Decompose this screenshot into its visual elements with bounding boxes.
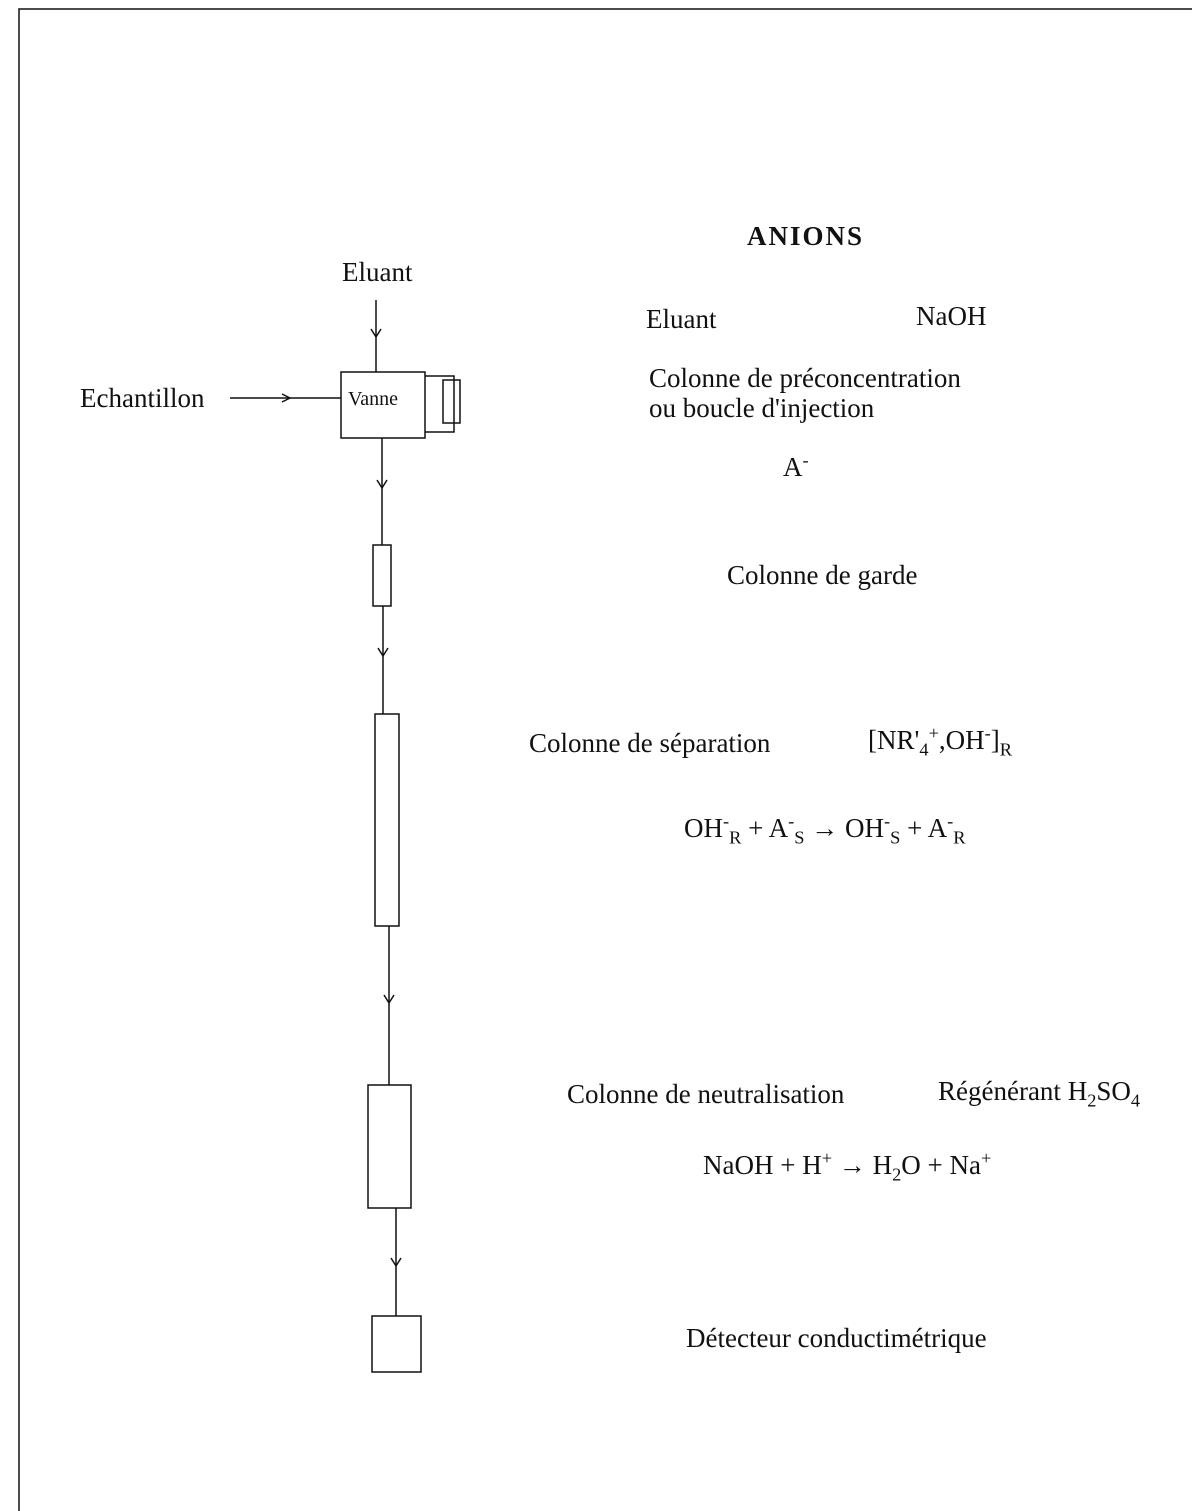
- regenerant-so: SO: [1096, 1076, 1131, 1106]
- eq-a-s-charge: -: [788, 811, 795, 831]
- resin-plus: +: [928, 723, 939, 743]
- neut-a: NaOH + H: [703, 1150, 822, 1180]
- detector-box: [371, 1315, 422, 1373]
- eq-oh-s-charge: -: [883, 811, 891, 831]
- sample-label: Echantillon: [80, 383, 205, 413]
- regenerant-sub4: 4: [1130, 1090, 1141, 1111]
- neut-arrow: →: [832, 1150, 873, 1180]
- separation-column: [374, 713, 400, 927]
- resin-sub-r: R: [999, 739, 1013, 760]
- eq-arrow: →: [804, 813, 845, 843]
- anions-title: ANIONS: [747, 221, 865, 251]
- arrow-valve-guard: [376, 479, 388, 490]
- resin-formula: [NR'4+,OH-]R: [868, 724, 1012, 759]
- injection-loop-label: ou boucle d'injection: [649, 393, 875, 423]
- neut-b-sub: 2: [892, 1164, 902, 1185]
- eluant-value: NaOH: [916, 301, 987, 331]
- eluant-label: Eluant: [646, 304, 717, 334]
- arrow-separation-neutralisation: [383, 994, 395, 1005]
- guard-column: [372, 544, 392, 607]
- regenerant-text: Régénérant: [938, 1076, 1061, 1106]
- resin-close: ]: [990, 725, 1000, 755]
- eluant-inlet-label: Eluant: [342, 257, 413, 287]
- arrow-guard-separation: [377, 647, 389, 658]
- eq-plus-1: +: [741, 813, 769, 843]
- eq-oh-r-charge: -: [723, 811, 730, 831]
- neutralisation-column: [367, 1084, 412, 1209]
- neut-a-charge: +: [821, 1148, 833, 1168]
- arrow-neutralisation-detector: [390, 1257, 402, 1268]
- guard-column-label: Colonne de garde: [727, 560, 918, 590]
- eq-oh-s: OH: [844, 813, 884, 843]
- eq-a-s: A: [768, 813, 789, 843]
- neut-b: H: [872, 1150, 893, 1180]
- sample-arrow: [281, 393, 292, 403]
- eq-plus-2: +: [900, 813, 928, 843]
- regenerant-sub2: 2: [1087, 1090, 1097, 1111]
- eq-a-s-sub: S: [794, 827, 805, 848]
- eq-oh-r: OH: [684, 813, 723, 843]
- exchange-equation: OH-R + A-S → OH-S + A-R: [684, 812, 965, 847]
- neutralisation-column-label: Colonne de neutralisation: [567, 1079, 845, 1109]
- separation-column-label: Colonne de séparation: [529, 728, 771, 758]
- preconcentration-column: [442, 379, 461, 424]
- eq-a-r: A: [927, 813, 948, 843]
- resin-minus: -: [984, 723, 991, 743]
- analyte-anion: A-: [783, 451, 809, 482]
- analyte-charge: -: [802, 450, 809, 470]
- valve-box: [340, 371, 426, 439]
- eq-oh-s-sub: S: [890, 827, 901, 848]
- analyte-base: A: [783, 452, 803, 482]
- eq-a-r-charge: -: [947, 811, 954, 831]
- resin-mid: ,OH: [938, 725, 985, 755]
- regenerant-label: Régénérant H2SO4: [938, 1076, 1140, 1110]
- resin-sub4: 4: [919, 739, 929, 760]
- valve-label: Vanne: [348, 388, 398, 410]
- eq-oh-r-sub: R: [729, 827, 742, 848]
- eluant-arrow: [370, 328, 382, 339]
- neutralisation-equation: NaOH + H+ → H2O + Na+: [703, 1149, 991, 1184]
- injection-loop: [425, 375, 455, 433]
- detector-label: Détecteur conductimétrique: [686, 1323, 987, 1353]
- neut-c: O + Na: [901, 1150, 981, 1180]
- page-frame: [18, 8, 1192, 1511]
- preconcentration-label: Colonne de préconcentration: [649, 363, 961, 393]
- resin-open: [NR': [868, 725, 920, 755]
- regenerant-h: H: [1067, 1076, 1088, 1106]
- neut-c-charge: +: [980, 1148, 992, 1168]
- eq-a-r-sub: R: [953, 827, 966, 848]
